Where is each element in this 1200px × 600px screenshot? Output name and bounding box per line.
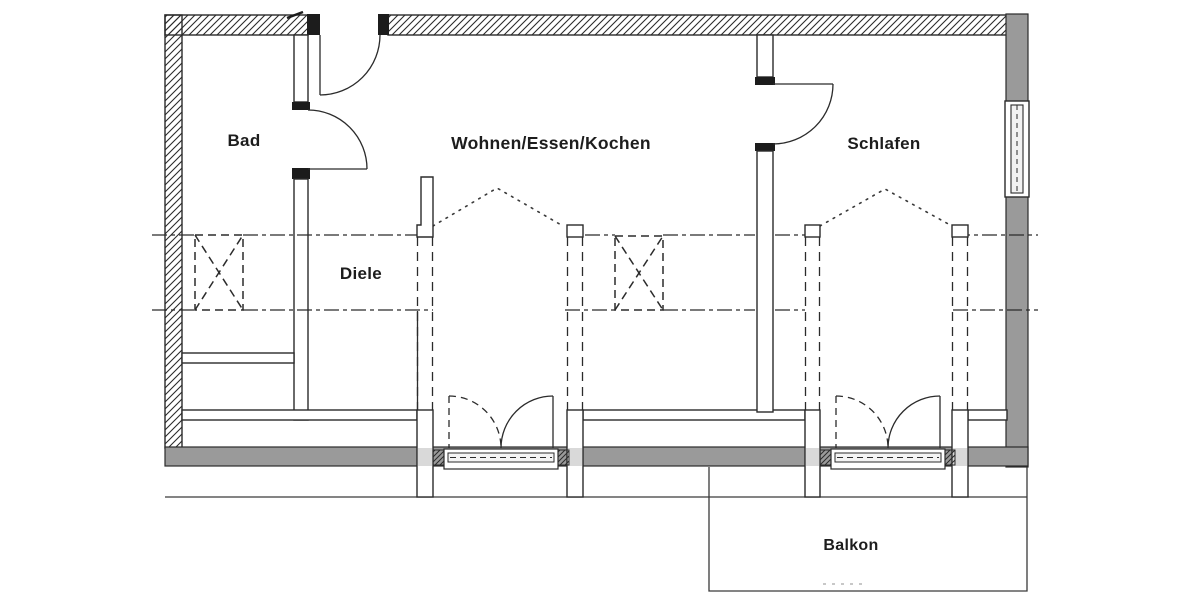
south-wall-right	[967, 409, 1008, 421]
label-schlafen: Schlafen	[847, 134, 920, 153]
entry-door	[319, 34, 381, 96]
shaft-box-kitchen-diagonal-2	[614, 235, 664, 311]
balcony	[708, 467, 1028, 592]
left-dormer-right-cheek-cap	[566, 224, 584, 238]
right-dormer-ridge-dotted	[819, 188, 953, 227]
dormer-cheek-solid-walls	[416, 409, 969, 498]
balcony-door-left-arc-a	[448, 395, 502, 449]
left-wall	[164, 14, 183, 449]
dormer-cheek-dashed-walls	[416, 237, 969, 410]
label-balkon: Balkon	[823, 537, 878, 554]
schlafen-door-jamb-top	[755, 77, 775, 85]
bad-door-jamb-top	[292, 102, 310, 110]
bad-south-wall	[181, 352, 295, 364]
shaft-box-kitchen	[614, 235, 664, 311]
label-wohnen-essen-kochen: Wohnen/Essen/Kochen	[451, 133, 651, 153]
dormers	[416, 176, 969, 498]
balcony-door-left-arc-b	[500, 395, 554, 449]
shafts	[194, 234, 664, 311]
right-wall	[1005, 13, 1029, 468]
wall-tick	[286, 10, 304, 20]
entry-jamb-right	[378, 14, 389, 35]
right-dormer-right-cheek-cap	[951, 224, 969, 238]
schlafen-door	[772, 83, 834, 145]
label-diele: Diele	[340, 264, 382, 283]
balcony-door-right-arc-a	[835, 395, 889, 449]
shaft-box-kitchen-outline	[614, 235, 664, 311]
bad-diele-wall	[293, 178, 309, 421]
top-wall-right-segment	[387, 14, 1008, 36]
left-dormer-left-cheek-cap	[416, 176, 434, 238]
bad-wall-upper-stub	[293, 34, 309, 103]
schlafen-door-swing-arc	[772, 83, 834, 145]
south-wall-left	[181, 409, 418, 421]
bad-door	[307, 109, 368, 170]
balcony-door-right	[819, 395, 956, 470]
entry-jamb-left	[307, 14, 320, 35]
balcony-door-left	[432, 395, 570, 470]
interior-walls	[181, 34, 1008, 421]
label-bad: Bad	[227, 131, 260, 150]
balcony-outline	[708, 467, 1028, 592]
right-dormer-left-cheek-cap	[804, 224, 821, 238]
balcony-doors	[432, 395, 956, 470]
room-labels: Bad Wohnen/Essen/Kochen Schlafen Diele B…	[227, 131, 920, 554]
roof-height-lines	[152, 234, 1038, 311]
bad-door-jamb-bottom	[292, 168, 310, 179]
shaft-box-bad-diagonal-2	[194, 234, 244, 311]
schlafen-wall-upper-stub	[756, 34, 774, 78]
schlafen-door-jamb-bottom	[755, 143, 775, 151]
doors	[307, 34, 834, 170]
entry-door-swing-arc	[319, 34, 381, 96]
shaft-box-bad-outline	[194, 234, 244, 311]
wohnen-schlafen-wall	[756, 150, 774, 413]
balcony-door-right-arc-b	[887, 395, 941, 449]
top-wall-left-segment	[164, 14, 309, 36]
left-dormer-ridge-dotted	[432, 187, 564, 227]
shaft-box-bad	[194, 234, 244, 311]
bad-door-swing-arc	[307, 109, 368, 170]
right-wall-window	[1004, 100, 1030, 198]
